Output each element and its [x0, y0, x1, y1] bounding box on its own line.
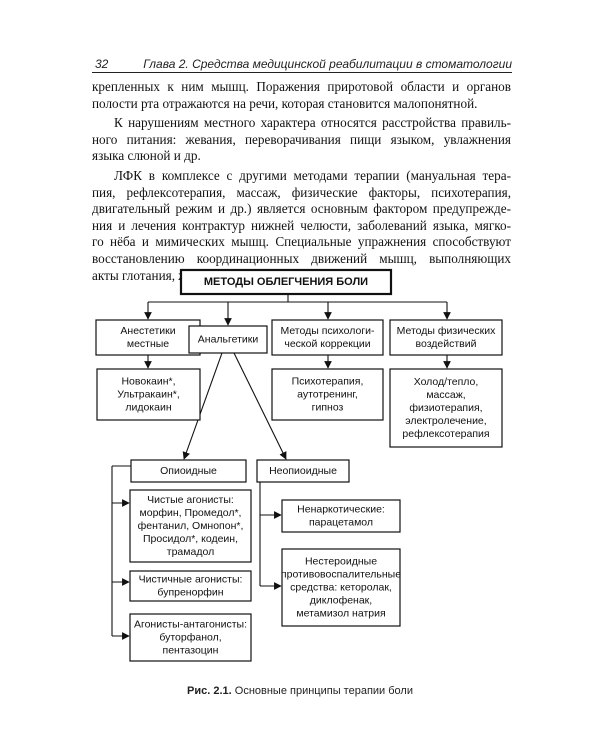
- physical-methods-list: Холод/тепло,массаж,физиотерапия,электрол…: [402, 376, 489, 440]
- diagram-text-line: морфин, Промедол*,: [140, 507, 242, 519]
- opioid-label: Опиоидные: [160, 465, 217, 477]
- diagram-text-line: воздействий: [416, 338, 477, 350]
- analgesics-label: Анальгетики: [198, 334, 259, 346]
- diagram-text-line: физиотерапия,: [409, 402, 482, 414]
- psych-correction-label: Методы психологи-ческой коррекции: [280, 325, 375, 350]
- diagram-text-line: Ультракаин*,: [117, 389, 180, 401]
- text-line: двигательный режим и др.) является основ…: [92, 201, 511, 217]
- partial-agonists-list: Чистичные агонисты:бупренорфин: [139, 574, 243, 599]
- diagram-text-line: Чистичные агонисты:: [139, 574, 243, 586]
- diagram-text-line: гипноз: [312, 402, 344, 414]
- diagram-text-line: электролечение,: [405, 415, 486, 427]
- diagram-text-line: Агонисты-антагонисты:: [134, 619, 247, 631]
- nsaid-box: [281, 548, 401, 627]
- diagram-text-line: рефлексотерапия: [402, 428, 489, 440]
- diagram-text-line: Анальгетики: [198, 334, 259, 346]
- local-anesthetics-list-box: [96, 368, 201, 421]
- diagram-text-line: Нестероидные: [305, 556, 377, 568]
- diagram-text-line: лидокаин: [125, 402, 171, 414]
- text-line: го нёба и мимических мышц. Специальные у…: [92, 234, 511, 250]
- text-line: ния и лечения контрактур нижней челюсти,…: [92, 217, 511, 233]
- diagram-text-line: Новокаин*,: [121, 376, 175, 388]
- diagram-text-line: Неопиоидные: [269, 465, 337, 477]
- text-line: К нарушениям местного характера относятс…: [114, 115, 511, 130]
- root-box: [179, 268, 393, 296]
- figure-caption-text: Основные принципы терапии боли: [234, 685, 413, 697]
- diagram-text-line: аутотренинг,: [297, 389, 358, 401]
- psych-correction-box: [271, 319, 384, 356]
- agonist-antagonists-box: [129, 613, 252, 662]
- text-line: ЛФК в комплексе с другими методами терап…: [114, 168, 511, 183]
- text-line: крепленных к ним мышц. Поражения прирото…: [92, 79, 511, 94]
- pure-agonists-box: [129, 489, 252, 563]
- text-line: пия, рефлексотерапия, массаж, физические…: [92, 184, 511, 200]
- text-line: полости рта отражаются на речи, которая …: [92, 95, 478, 111]
- diagram-text-line: Опиоидные: [160, 465, 217, 477]
- nonopioid-label: Неопиоидные: [269, 465, 337, 477]
- pure-agonists-list: Чистые агонисты:морфин, Промедол*,фентан…: [138, 494, 244, 558]
- paragraph-2: К нарушениям местного характера относятс…: [92, 115, 511, 165]
- header-rule: [92, 72, 512, 73]
- text-line: восстановлению координационных движений …: [92, 250, 511, 266]
- diagram-text-line: пентазоцин: [163, 645, 219, 657]
- diagram-text-line: Психотерапия,: [292, 376, 364, 388]
- paragraph-1: крепленных к ним мышц. Поражения прирото…: [92, 79, 511, 112]
- non-narcotic-list: Ненаркотические:парацетамол: [297, 504, 385, 529]
- analgesics-box: [188, 325, 268, 354]
- root-box-label: МЕТОДЫ ОБЛЕГЧЕНИЯ БОЛИ: [204, 276, 368, 288]
- connectors: [111, 294, 451, 640]
- agonist-antagonists-list: Агонисты-антагонисты:буторфанол,пентазоц…: [134, 619, 247, 657]
- diagram-text-line: Чистые агонисты:: [147, 494, 234, 506]
- diagram-text-line: буторфанол,: [159, 632, 221, 644]
- nonopioid-box: [256, 459, 350, 483]
- physical-methods-list-box: [389, 368, 503, 448]
- diagram-text-line: массаж,: [426, 389, 465, 401]
- figure-caption: Рис. 2.1. Основные принципы терапии боли: [0, 685, 600, 697]
- figure-label: Рис. 2.1.: [187, 685, 232, 697]
- non-narcotic-box: [281, 499, 401, 533]
- physical-methods-box: [389, 319, 503, 356]
- psych-methods-list-box: [271, 368, 384, 421]
- diagram-text-line: Методы психологи-: [280, 325, 375, 337]
- diagram-text-line: бупренорфин: [157, 587, 223, 599]
- diagram-text-line: парацетамол: [309, 517, 373, 529]
- opioid-box: [130, 459, 247, 483]
- text-line: языка слюной и др.: [92, 148, 201, 164]
- diagram-text-line: средства: кеторолак,: [290, 582, 392, 594]
- diagram-text-line: противовоспалительные: [281, 569, 401, 581]
- diagram-text-line: местные: [127, 338, 169, 350]
- psych-methods-list: Психотерапия,аутотренинг,гипноз: [292, 376, 364, 414]
- diagram-text-line: диклофенак,: [310, 595, 372, 607]
- diagram-text-line: метамизол натрия: [296, 608, 385, 620]
- diagram-text-line: Анестетики: [120, 325, 175, 337]
- text-line: ного питания: жевания, переворачивания п…: [92, 131, 511, 147]
- partial-agonists-box: [129, 570, 252, 602]
- diagram-text-line: Ненаркотические:: [297, 504, 385, 516]
- page-number: 32: [95, 57, 109, 71]
- diagram-text-line: Просидол*, кодеин,: [143, 533, 238, 545]
- diagram-text-line: Методы физических: [397, 325, 496, 337]
- local-anesthetics-list: Новокаин*,Ультракаин*,лидокаин: [117, 376, 180, 414]
- diagram-text-line: ческой коррекции: [284, 338, 370, 350]
- running-header-title: Глава 2. Средства медицинской реабилитац…: [143, 57, 512, 71]
- nsaid-list: Нестероидныепротивовоспалительныесредств…: [281, 556, 401, 620]
- diagram-text-line: фентанил, Омнопон*,: [138, 520, 244, 532]
- diagram-text-line: Холод/тепло,: [414, 376, 479, 388]
- diagram-text-line: трамадол: [167, 546, 214, 558]
